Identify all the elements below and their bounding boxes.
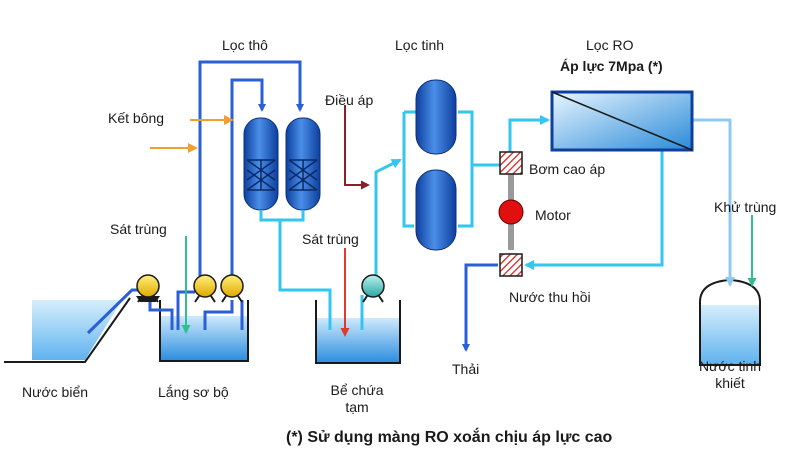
- label-pure-water-line1: Nước tinh: [698, 358, 762, 374]
- coarse-filter-1: [243, 117, 279, 211]
- label-pre-settling: Lắng sơ bộ: [158, 384, 229, 400]
- label-ro-filter: Lọc RO: [586, 37, 634, 53]
- label-pressure-regulation: Điều áp: [325, 92, 374, 108]
- label-fine-filter: Lọc tinh: [395, 37, 445, 53]
- label-motor: Motor: [535, 207, 571, 223]
- energy-recovery-unit: [499, 253, 523, 277]
- permeate-pipe: [692, 118, 735, 287]
- label-pure-water-line2: khiết: [715, 375, 745, 391]
- hp-pump-motor-unit: [498, 151, 524, 277]
- raw-water-pipes: [86, 60, 304, 335]
- disinfectant-arrows: [181, 215, 757, 337]
- footnote: (*) Sử dụng màng RO xoắn chịu áp lực cao: [286, 429, 613, 446]
- pump-3: [220, 274, 244, 303]
- pump-2: [193, 274, 217, 303]
- label-sterilization: Khử trùng: [714, 199, 777, 215]
- label-temp-tank-line2: tạm: [345, 399, 369, 415]
- label-temp-tank-line1: Bể chứa: [330, 382, 384, 398]
- label-seawater: Nước biển: [22, 384, 89, 400]
- filtered-water-pipes: [259, 110, 664, 352]
- label-coarse-filter: Lọc thô: [222, 37, 268, 53]
- sea-water-basin: [4, 297, 131, 363]
- label-waste: Thải: [452, 361, 480, 377]
- high-pressure-pump: [499, 151, 523, 175]
- label-disinfection-2: Sát trùng: [302, 231, 359, 247]
- label-flocculation: Kết bông: [108, 110, 165, 126]
- label-pure-water: Nước tinh khiết: [686, 358, 774, 392]
- label-hp-pump: Bơm cao áp: [529, 161, 606, 177]
- fine-filter-vessels: [415, 79, 457, 251]
- ro-membrane-unit: [550, 90, 694, 152]
- flocculant-arrows: [150, 115, 234, 153]
- feed-pumps: [136, 274, 385, 303]
- coarse-filter-2: [285, 117, 321, 211]
- pump-1: [136, 274, 160, 303]
- motor-icon: [498, 199, 524, 225]
- label-disinfection-1: Sát trùng: [110, 221, 167, 237]
- label-temp-tank: Bể chứa tạm: [322, 382, 392, 416]
- pressure-arrow: [344, 105, 370, 190]
- label-recovered-water: Nước thu hồi: [509, 289, 591, 305]
- pure-water-tank: [699, 278, 761, 366]
- pump-4: [361, 274, 385, 303]
- label-pressure: Áp lực 7Mpa (*): [560, 58, 663, 74]
- coarse-filter-vessels: [243, 117, 321, 211]
